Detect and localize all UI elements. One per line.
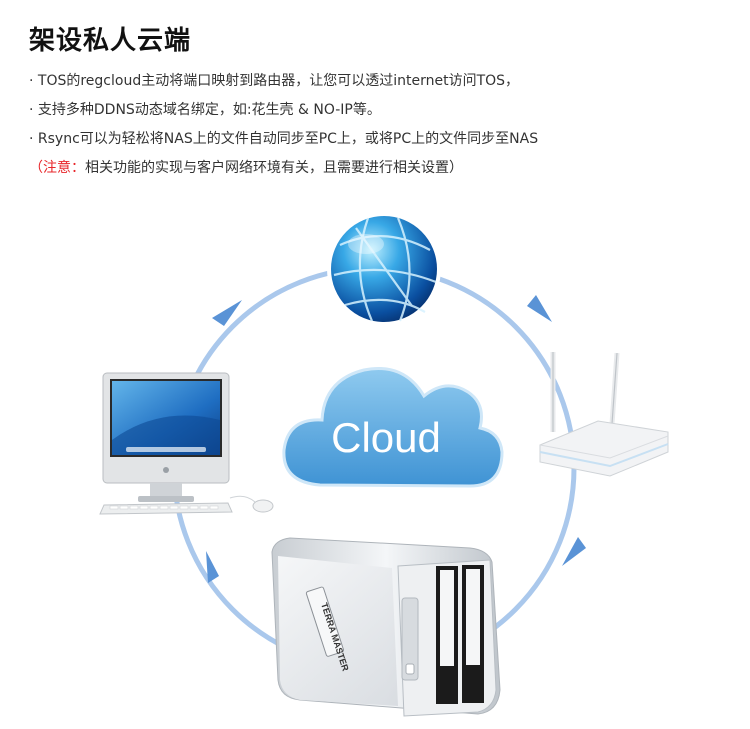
note-label: （注意： <box>29 160 85 176</box>
page-title: 架设私人云端 <box>29 26 192 56</box>
cloud-label: Cloud <box>331 414 441 461</box>
ring-arrow-bottom-left <box>206 551 219 583</box>
ring-arrow-top-left <box>212 300 242 326</box>
ring-arrow-top-right <box>527 295 552 322</box>
note-line: （注意：相关功能的实现与客户网络环境有关，且需要进行相关设置） <box>29 157 538 186</box>
bullet-ddns: · 支持多种DDNS动态域名绑定，如:花生壳 & NO-IP等。 <box>29 102 381 118</box>
globe-icon <box>327 212 441 326</box>
bullet-regcloud: · TOS的regcloud主动将端口映射到路由器，让您可以透过internet… <box>29 73 520 89</box>
cloud-icon <box>282 367 504 488</box>
nas-device-icon <box>271 537 501 717</box>
desktop-computer-icon <box>99 372 274 515</box>
feature-list: · TOS的regcloud主动将端口映射到路由器，让您可以透过internet… <box>29 70 538 186</box>
note-text: 相关功能的实现与客户网络环境有关，且需要进行相关设置） <box>85 160 463 176</box>
network-diagram: Cloud <box>99 212 669 717</box>
router-icon <box>539 352 669 477</box>
bullet-rsync: · Rsync可以为轻松将NAS上的文件自动同步至PC上，或将PC上的文件同步至… <box>29 131 539 147</box>
ring-arrow-bottom-right <box>562 537 586 566</box>
